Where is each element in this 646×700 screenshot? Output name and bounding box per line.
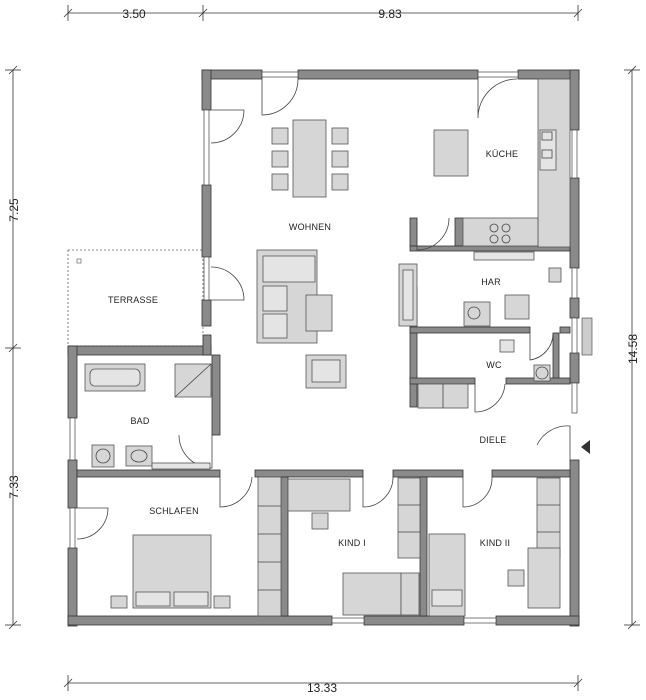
dining-set (271, 119, 349, 198)
room-label-kind2: KIND II (480, 538, 510, 548)
wc-fixtures (499, 339, 551, 382)
room-label-wohnen: WOHNEN (289, 222, 331, 232)
utility-room (398, 251, 562, 327)
room-label-har: HAR (481, 277, 501, 287)
bedroom-furniture (110, 476, 282, 617)
dim-left-lower: 7.33 (7, 475, 21, 499)
dim-right: 14.58 (626, 334, 640, 364)
interior-walls (76, 217, 571, 617)
bathroom-fixtures (84, 363, 212, 470)
kid1-furniture (287, 477, 421, 616)
door-swings (76, 78, 571, 540)
terrace-post (76, 258, 82, 264)
living-sofa (256, 249, 347, 389)
room-label-bad: BAD (130, 416, 149, 426)
terrace-outline (67, 249, 204, 347)
room-label-wc: WC (486, 360, 502, 370)
wc-window-frame (581, 317, 593, 356)
room-label-kueche: KÜCHE (486, 149, 519, 159)
dim-left-upper: 7.25 (7, 198, 21, 222)
windows (69, 71, 578, 624)
dimension-lines (5, 5, 640, 691)
dim-top-left: 3.50 (122, 7, 146, 21)
dim-top-right: 9.83 (378, 7, 402, 21)
entrance-arrow-icon (581, 440, 590, 454)
exterior-walls (67, 69, 580, 627)
room-label-terrasse: TERRASSE (108, 295, 158, 305)
kid2-furniture (428, 477, 561, 617)
kitchen (433, 78, 571, 248)
room-label-kind1: KIND I (338, 538, 366, 548)
room-label-diele: DIELE (479, 435, 506, 445)
dim-bottom: 13.33 (307, 681, 337, 695)
room-label-schlafen: SCHLAFEN (149, 506, 199, 516)
